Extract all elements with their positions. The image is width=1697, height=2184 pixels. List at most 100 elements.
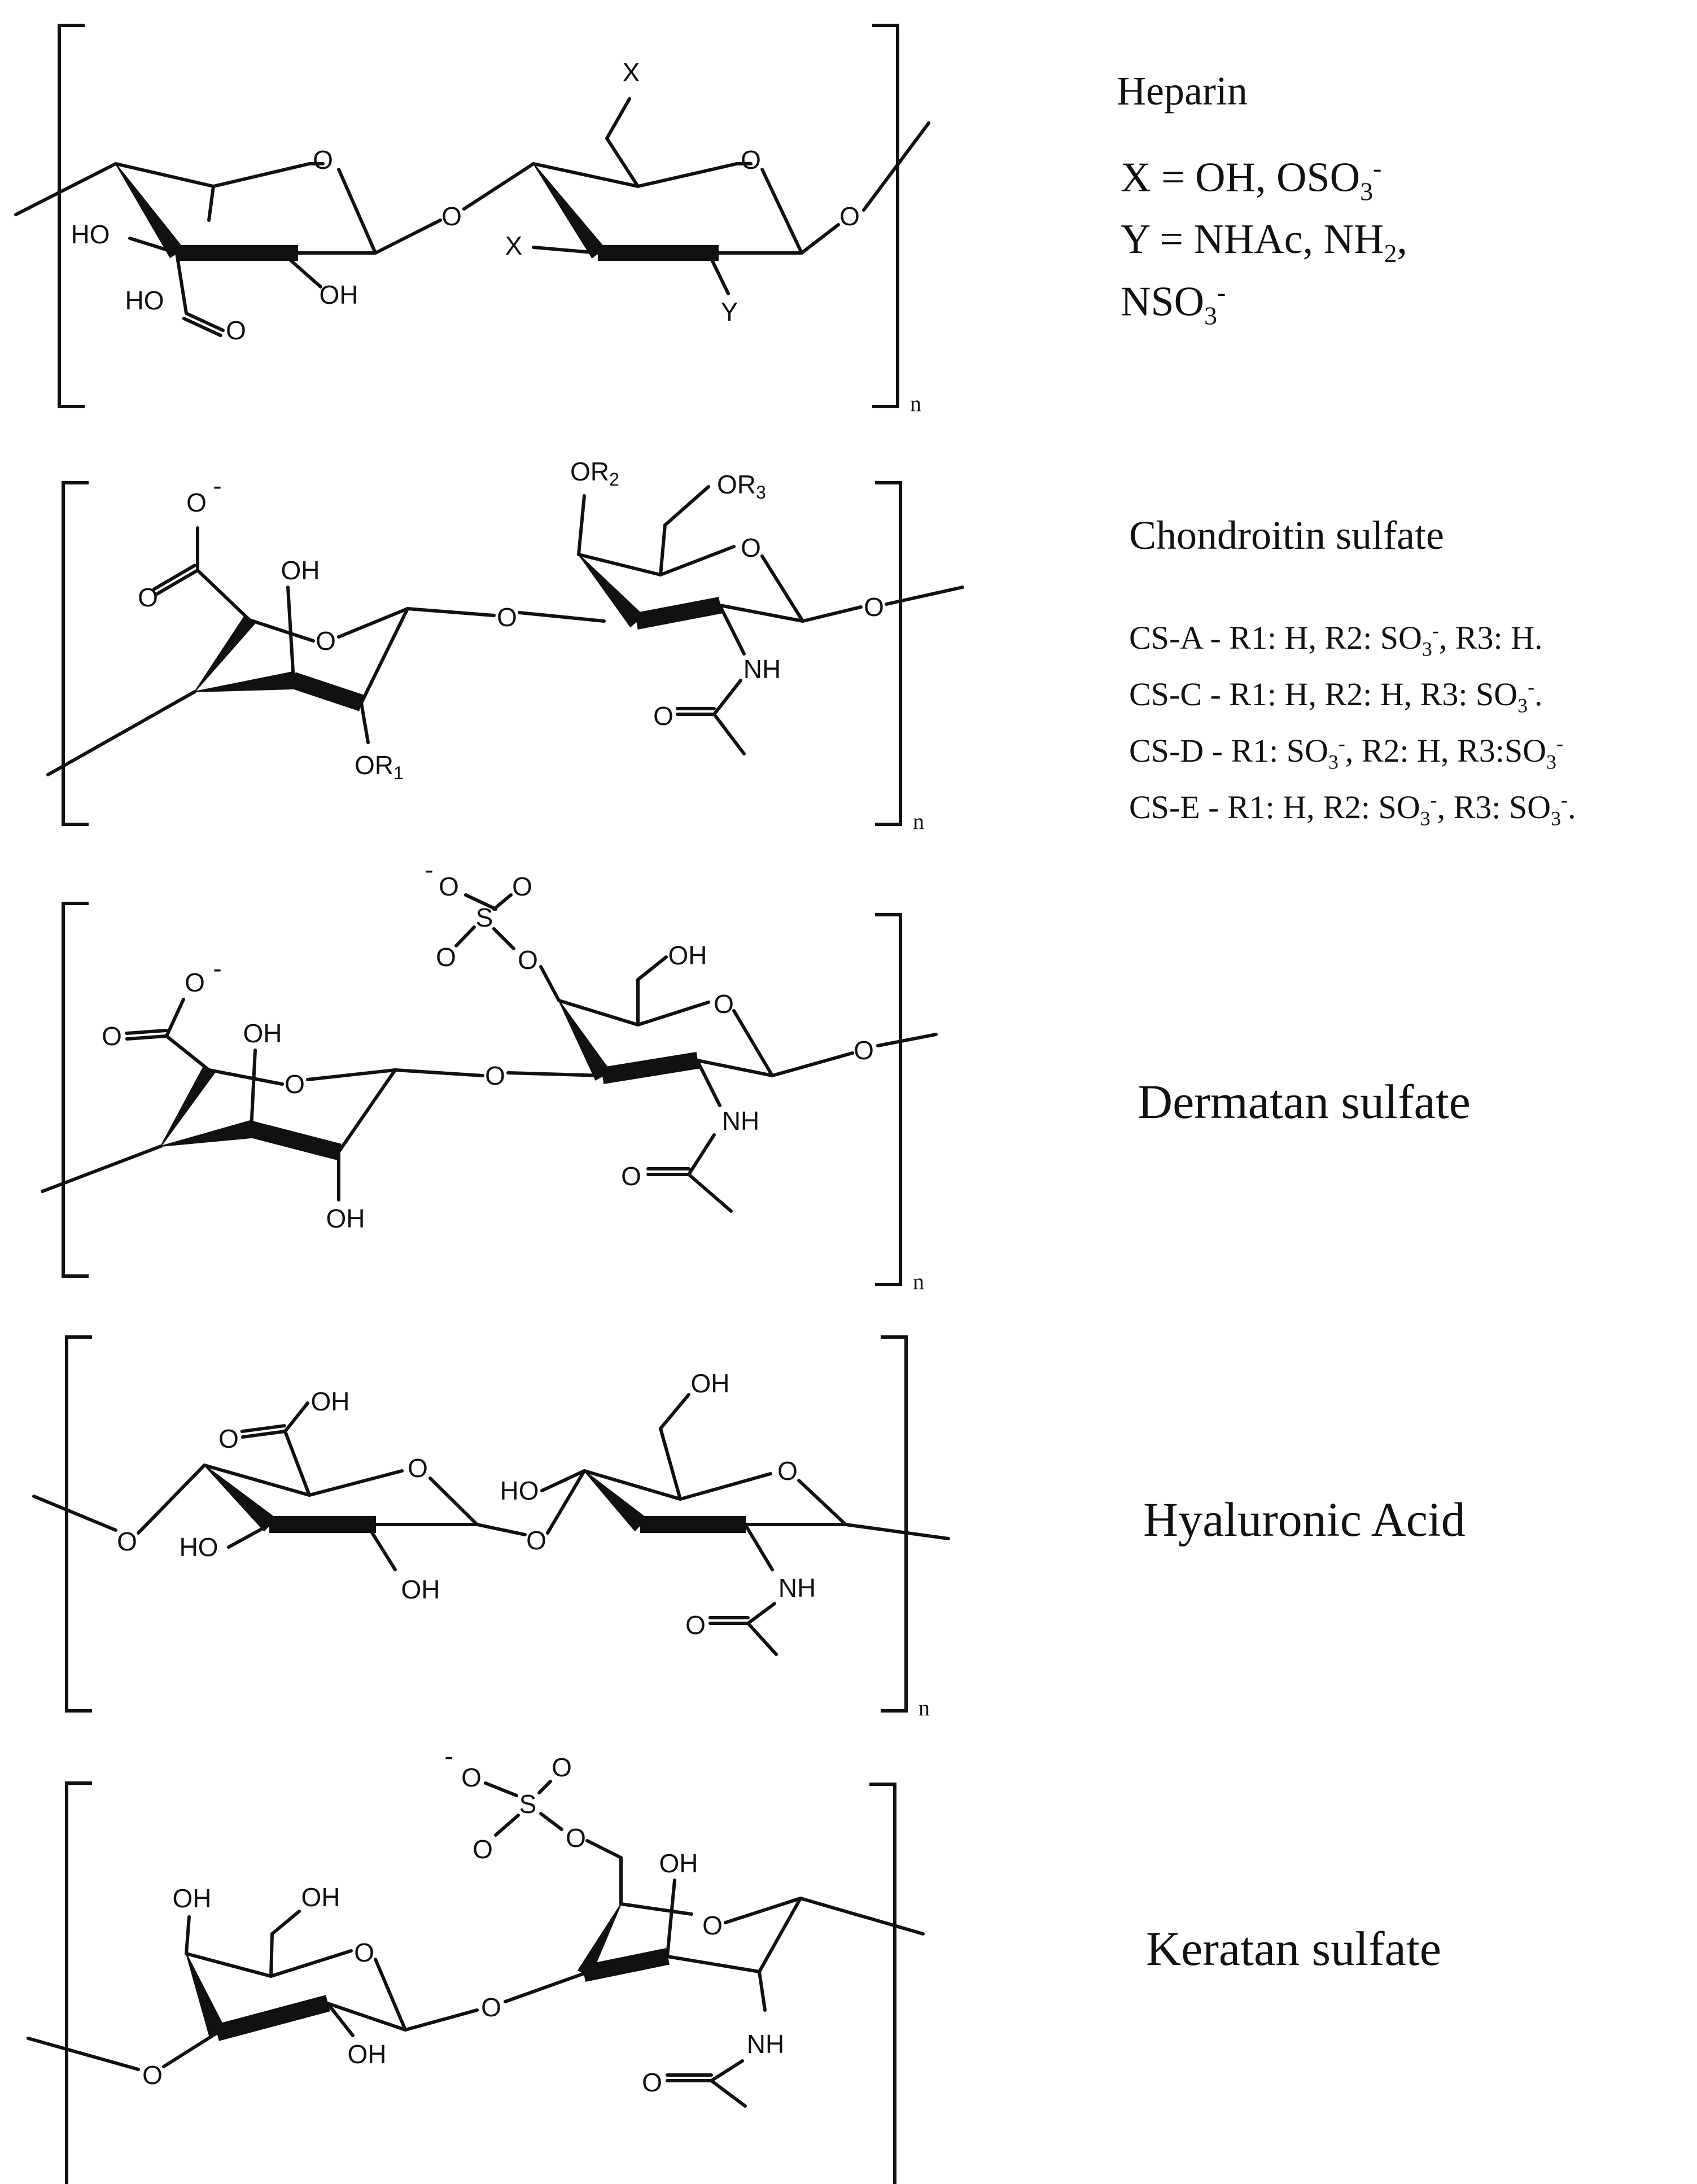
bond [165,1034,211,1072]
definition-part: 3 [1546,750,1556,774]
atom-label: O [777,1456,798,1486]
bond [718,604,804,623]
atom-label: NH [747,2029,784,2059]
atom-label: OH [326,1204,365,1233]
bond [326,2002,407,2032]
atom-label: OH [281,556,320,585]
bond [492,927,515,950]
definition-part: - [1561,788,1568,811]
bond [771,1051,854,1077]
definition-part: - [1338,732,1345,755]
bond [337,168,377,255]
bond [659,545,736,576]
heparin-title: Heparin [1117,68,1248,113]
bond [557,999,640,1027]
atom-label: OH [691,1369,730,1398]
cs-d-definition: CS-D - R1: SO3-, R2: H, R3:SO3- [1129,731,1563,775]
bond [137,1464,206,1535]
definition-part: CS-A - R1: H, R2: SO [1129,619,1422,656]
atom-label: HO [500,1476,539,1505]
cs-e-definition: CS-E - R1: H, R2: SO3-, R3: SO3-. [1129,788,1576,831]
bond [696,1059,774,1077]
atom-label: O [854,1036,874,1065]
bond [283,1401,309,1433]
bond [532,246,600,255]
atom-label: O [316,626,336,656]
wedge-bond [269,1516,376,1533]
bond [532,162,640,188]
bond [659,1393,690,1430]
bond [182,317,222,338]
atom-label: OR1 [355,750,404,783]
chondroitin-title: Chondroitin sulfate [1129,513,1444,558]
atom-label: O [481,1993,501,2022]
bond [710,2079,747,2108]
heparin-def-x: X = OH, OSO3- [1121,152,1381,207]
atom-label: O [226,316,246,345]
bond [687,1173,733,1213]
bond [269,1949,353,1978]
definition-part: , R3: H. [1438,619,1543,656]
wedge-bond [635,597,722,630]
atom-label: O [439,872,459,901]
definition-part: CS-C - R1: H, R2: H, R3: SO [1129,676,1518,713]
wedge-bond [176,245,298,261]
atom-label: O [512,872,532,901]
atom-label: X [505,231,523,260]
bond [506,1071,605,1077]
bond [583,1469,682,1501]
atom-label: O [142,2060,163,2090]
atom-label: O [653,701,673,731]
heparin-def-y-cont: NSO3- [1121,277,1226,331]
atom-label: O [408,1453,428,1483]
bond [360,701,370,744]
atom-label: OH [348,2039,387,2069]
bond [539,1812,563,1831]
atom-label: O [186,488,207,517]
bond [152,564,196,591]
dermatan-title: Dermatan sulfate [1138,1074,1471,1129]
bond [876,1033,938,1047]
repeat-subscript: n [913,1269,924,1294]
bond [687,1133,716,1176]
wedge-bond [290,672,365,711]
bond [365,1523,397,1571]
bond [308,1469,404,1497]
atom-label: O [714,989,734,1019]
right-bracket [869,1783,896,2184]
bond [404,2008,479,2032]
atom-label: O [218,1424,239,1453]
atom-label: O [102,1021,122,1051]
bond [212,162,311,188]
definition-part: X = OH, OSO [1121,154,1361,201]
bond [732,1009,774,1077]
bond [27,2037,140,2071]
bond [207,185,215,222]
bond [518,611,606,623]
bond [712,713,746,755]
bond [636,162,738,188]
bond [577,553,662,576]
atom-label: O [685,1610,706,1640]
wedge-bond [582,1948,670,1982]
bond [540,1469,586,1492]
bond [32,1495,117,1532]
bond [666,1879,676,1958]
definition-part: - [1430,788,1437,811]
bond [227,1523,272,1549]
wedge-bond [598,245,719,261]
bond [659,523,667,576]
atom-label: O [642,2068,662,2097]
charge-label: - [425,855,433,884]
atom-label: O [313,145,333,174]
definition-part: . [1568,789,1576,825]
definition-part: 3 [1420,807,1431,830]
charge-label: - [213,954,221,983]
definition-part: Y = NHAc, NH [1121,216,1384,263]
atom-label: O [864,592,884,622]
atom-label: OH [401,1575,440,1604]
left-bracket [65,1335,92,1713]
atom-label: O [526,1526,546,1555]
atom-label: OH [659,1849,698,1878]
